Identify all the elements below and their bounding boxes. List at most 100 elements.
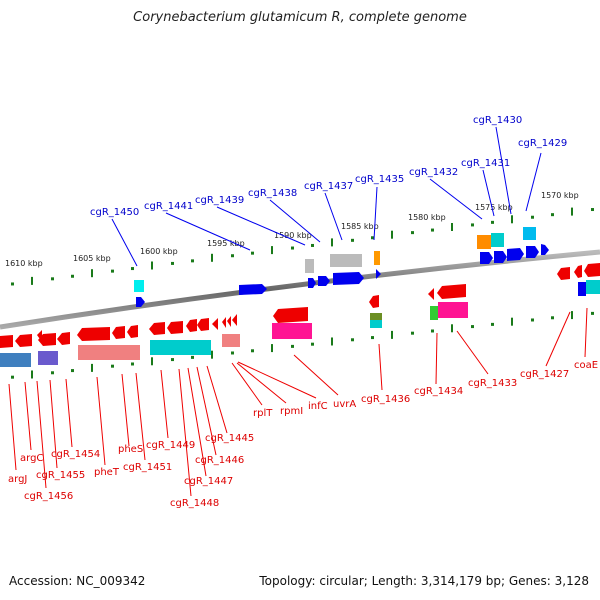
gene-arrow[interactable] — [212, 318, 218, 330]
gene-arrow[interactable] — [239, 284, 267, 295]
feature-box[interactable] — [78, 345, 140, 360]
gene-label[interactable]: coaE — [574, 360, 598, 371]
gene-label[interactable]: cgR_1445 — [205, 433, 254, 444]
gene-arrow[interactable] — [428, 288, 434, 300]
gene-label[interactable]: cgR_1431 — [461, 158, 510, 169]
feature-box[interactable] — [150, 340, 211, 355]
feature-box[interactable] — [38, 351, 58, 365]
gene-arrow[interactable] — [227, 316, 231, 327]
feature-box[interactable] — [222, 334, 240, 347]
minor-tick — [591, 208, 594, 212]
major-tick — [451, 222, 453, 231]
gene-label[interactable]: cgR_1432 — [409, 167, 458, 178]
gene-arrow[interactable] — [197, 318, 209, 331]
gene-arrow[interactable] — [0, 335, 13, 348]
gene-label[interactable]: cgR_1439 — [195, 195, 244, 206]
gene-arrow[interactable] — [127, 325, 138, 338]
gene-label[interactable]: cgR_1438 — [248, 188, 297, 199]
gene-arrow[interactable] — [186, 319, 197, 332]
feature-box[interactable] — [586, 280, 600, 294]
gene-arrow[interactable] — [333, 272, 364, 285]
gene-label[interactable]: cgR_1429 — [518, 138, 567, 149]
feature-box[interactable] — [0, 353, 31, 367]
gene-arrow[interactable] — [526, 246, 539, 258]
gene-arrow[interactable] — [376, 269, 381, 279]
minor-tick — [491, 220, 494, 224]
major-tick — [31, 276, 33, 285]
gene-label[interactable]: cgR_1448 — [170, 498, 219, 509]
gene-arrow[interactable] — [149, 322, 165, 335]
gene-label[interactable]: cgR_1437 — [304, 181, 353, 192]
gene-arrow[interactable] — [584, 263, 600, 277]
gene-arrow[interactable] — [318, 276, 330, 286]
genome-title: Corynebacterium glutamicum R, complete g… — [133, 10, 467, 25]
gene-arrow[interactable] — [273, 307, 308, 323]
gene-label[interactable]: pheT — [94, 467, 120, 478]
gene-label[interactable]: cgR_1446 — [195, 455, 244, 466]
gene-label[interactable]: cgR_1456 — [24, 491, 73, 502]
gene-label[interactable]: cgR_1454 — [51, 449, 100, 460]
minor-tick — [171, 261, 174, 265]
gene-arrow[interactable] — [507, 248, 524, 261]
minor-tick — [351, 238, 354, 242]
gene-label[interactable]: cgR_1433 — [468, 378, 517, 389]
minor-tick — [531, 215, 534, 219]
gene-arrow[interactable] — [77, 327, 110, 341]
gene-arrow[interactable] — [541, 244, 549, 255]
gene-label[interactable]: cgR_1430 — [473, 115, 522, 126]
feature-box[interactable] — [330, 254, 362, 267]
gene-label[interactable]: cgR_1434 — [414, 386, 463, 397]
feature-box[interactable] — [430, 306, 438, 320]
feature-box[interactable] — [134, 280, 144, 292]
gene-arrow[interactable] — [222, 317, 226, 328]
gene-arrow[interactable] — [57, 332, 70, 345]
feature-box[interactable] — [523, 227, 536, 240]
minor-tick — [471, 223, 474, 227]
gene-arrow[interactable] — [15, 334, 32, 347]
feature-box[interactable] — [578, 282, 586, 296]
gene-label[interactable]: pheS — [118, 444, 143, 455]
gene-arrow[interactable] — [308, 278, 316, 288]
gene-label[interactable]: cgR_1451 — [123, 462, 172, 473]
gene-label[interactable]: rplT — [253, 408, 273, 419]
minor-tick — [371, 336, 374, 340]
gene-arrow[interactable] — [574, 265, 582, 278]
gene-arrow[interactable] — [167, 321, 183, 334]
feature-box[interactable] — [438, 302, 468, 318]
gene-label[interactable]: rpmI — [280, 406, 303, 417]
gene-arrow[interactable] — [437, 284, 466, 299]
gene-label[interactable]: cgR_1436 — [361, 394, 410, 405]
gene-label[interactable]: cgR_1449 — [146, 440, 195, 451]
feature-box[interactable] — [491, 233, 504, 247]
gene-label[interactable]: cgR_1441 — [144, 201, 193, 212]
feature-box[interactable] — [305, 259, 314, 273]
feature-box[interactable] — [370, 320, 382, 328]
feature-box[interactable] — [272, 323, 312, 339]
gene-label[interactable]: cgR_1427 — [520, 369, 569, 380]
gene-label[interactable]: argJ — [8, 474, 27, 485]
gene-label[interactable]: uvrA — [333, 399, 356, 410]
minor-tick — [71, 274, 74, 278]
gene-arrow[interactable] — [232, 314, 237, 326]
feature-box[interactable] — [477, 235, 491, 249]
gene-label[interactable]: cgR_1450 — [90, 207, 139, 218]
gene-label[interactable]: cgR_1447 — [184, 476, 233, 487]
gene-label[interactable]: infC — [308, 401, 328, 412]
feature-box[interactable] — [374, 251, 380, 265]
gene-arrow[interactable] — [480, 252, 493, 264]
forward-labels — [111, 126, 542, 267]
gene-arrow[interactable] — [38, 333, 56, 346]
forward-features — [134, 227, 549, 307]
gene-arrow[interactable] — [557, 267, 570, 280]
gene-arrow[interactable] — [136, 297, 145, 307]
gene-arrow[interactable] — [494, 251, 507, 263]
topology-text: Topology: circular; Length: 3,314,179 bp… — [259, 574, 589, 588]
feature-box[interactable] — [370, 313, 382, 320]
minor-tick — [71, 369, 74, 373]
gene-label[interactable]: argC — [20, 453, 43, 464]
gene-arrow[interactable] — [369, 295, 379, 308]
gene-arrow[interactable] — [112, 326, 125, 339]
gene-label[interactable]: cgR_1455 — [36, 470, 85, 481]
gene-label[interactable]: cgR_1435 — [355, 174, 404, 185]
major-tick — [571, 311, 573, 320]
